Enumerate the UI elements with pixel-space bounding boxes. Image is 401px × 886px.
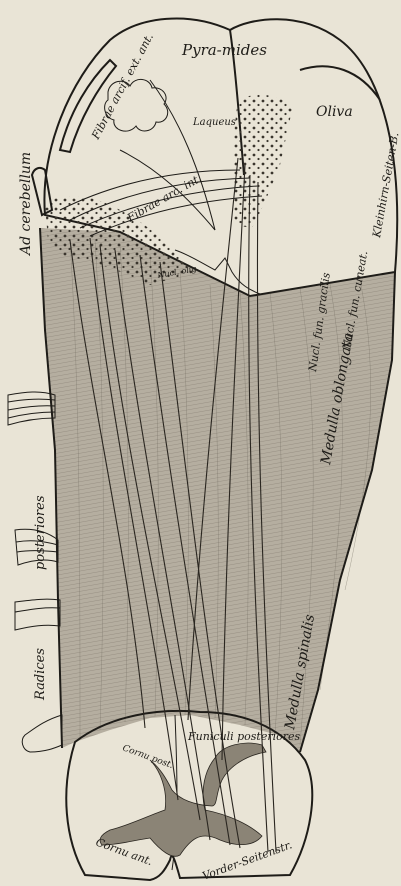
label-pyramides: Pyra-mides xyxy=(181,41,267,59)
laqueus-stipple xyxy=(233,95,292,228)
label-fibrae-arc-int: Fibrae arc. int. xyxy=(124,172,204,226)
label-radices: Radices xyxy=(33,648,48,701)
label-fibrae-arc-ext-ant: Fibrae arcif. ext. ant. xyxy=(89,31,156,142)
label-posteriores: posteriores xyxy=(33,495,48,570)
grey-matter xyxy=(100,743,266,856)
label-cornu-post: Cornu post. xyxy=(121,743,175,771)
label-oliva: Oliva xyxy=(316,104,353,120)
label-ad-cerebellum: Ad cerebellum xyxy=(18,152,34,257)
label-laqueus: Laqueus xyxy=(192,117,236,128)
label-funiculi-posteriores: Funiculi posteriores xyxy=(187,730,301,743)
